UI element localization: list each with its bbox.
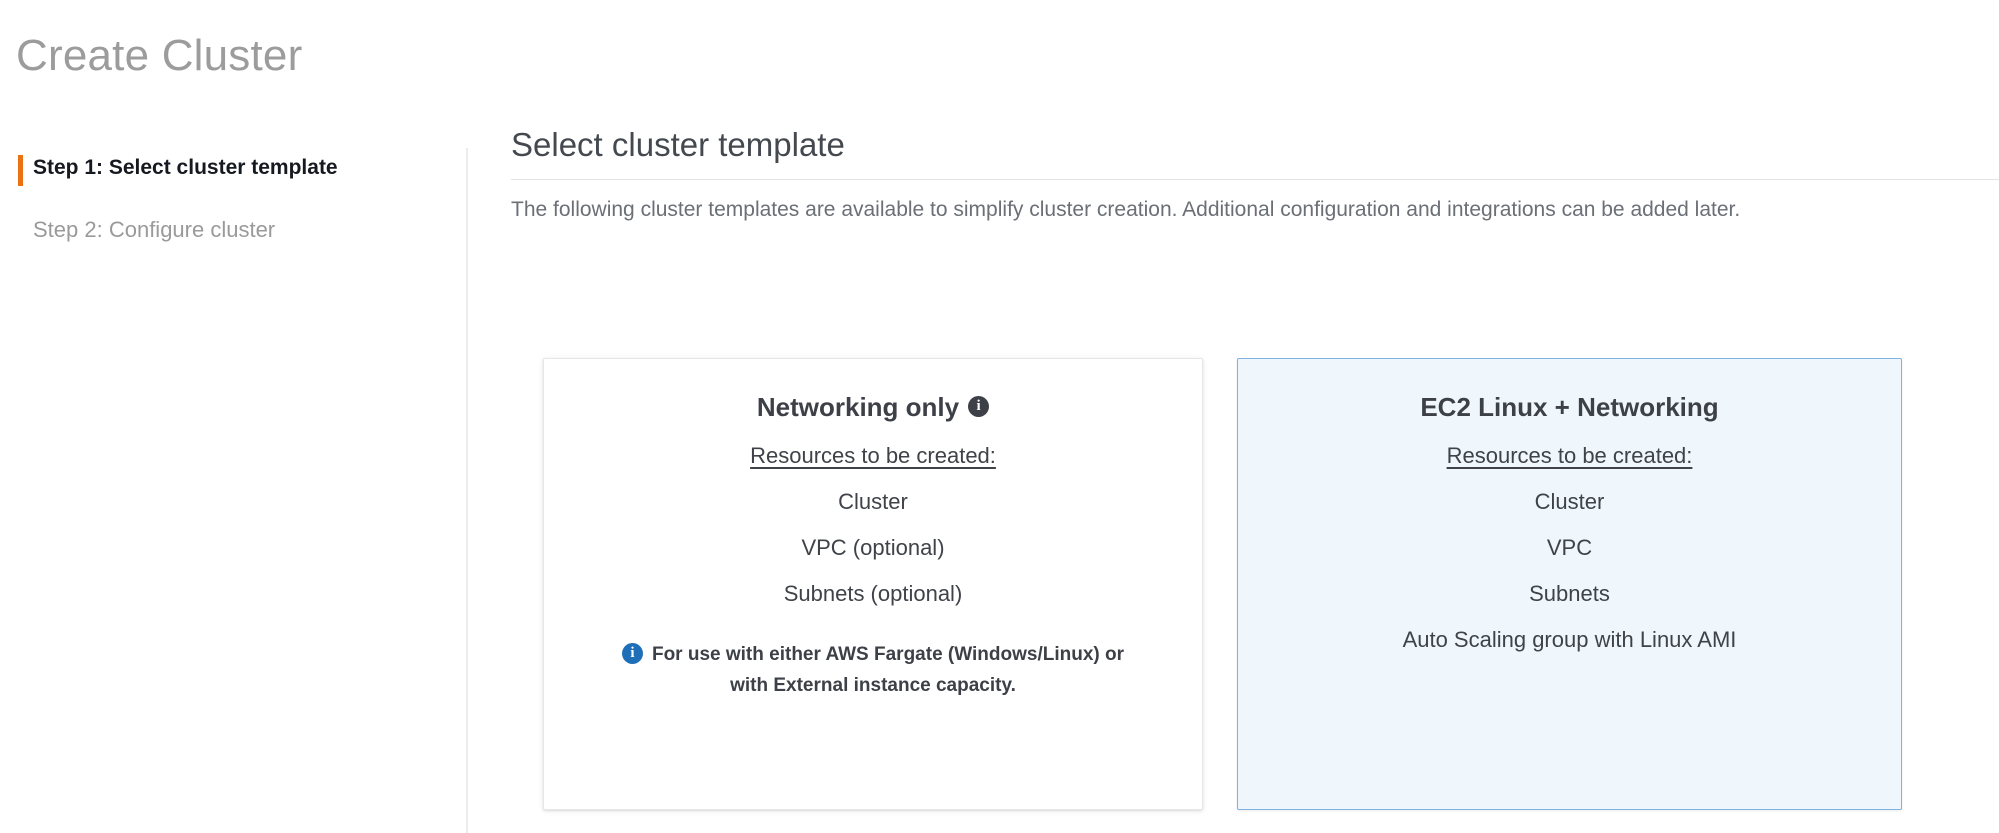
info-icon: i xyxy=(621,642,643,664)
resource-list: Cluster VPC Subnets Auto Scaling group w… xyxy=(1264,487,1875,655)
template-card-networking-only[interactable]: Networking only i Resources to be created… xyxy=(543,358,1203,810)
template-card-ec2-linux-networking[interactable]: EC2 Linux + Networking Resources to be c… xyxy=(1237,358,1902,810)
list-item: VPC (optional) xyxy=(801,535,945,561)
resources-to-be-created-label: Resources to be created: xyxy=(750,443,996,469)
sidebar-item-step-1-label: Step 1: Select cluster template xyxy=(33,156,338,179)
section-description: The following cluster templates are avai… xyxy=(511,198,1741,221)
card-note: i For use with either AWS Fargate (Window… xyxy=(570,639,1176,701)
sidebar-item-step-2[interactable]: Step 2: Configure cluster xyxy=(0,216,466,244)
card-title-text: EC2 Linux + Networking xyxy=(1420,392,1719,423)
sidebar-item-step-1[interactable]: Step 1: Select cluster template xyxy=(0,154,466,186)
card-title-networking-only: Networking only i xyxy=(570,387,1176,425)
title-divider xyxy=(511,179,1999,180)
page-title: Create Cluster xyxy=(16,31,303,80)
resources-to-be-created-label: Resources to be created: xyxy=(1446,443,1693,469)
sidebar-item-step-2-label: Step 2: Configure cluster xyxy=(33,217,276,242)
active-step-marker xyxy=(18,155,23,186)
list-item: Subnets xyxy=(1529,581,1610,607)
list-item: Cluster xyxy=(1534,489,1605,515)
list-item: Auto Scaling group with Linux AMI xyxy=(1402,627,1737,653)
card-title-text: Networking only xyxy=(756,392,960,423)
wizard-sidebar: Step 1: Select cluster template Step 2: … xyxy=(0,148,468,833)
list-item: Cluster xyxy=(838,489,908,515)
info-icon[interactable]: i xyxy=(968,395,990,417)
card-note-text: For use with either AWS Fargate (Windows… xyxy=(651,644,1125,697)
card-title-ec2-linux-networking: EC2 Linux + Networking xyxy=(1264,387,1875,425)
resource-list: Cluster VPC (optional) Subnets (optional… xyxy=(570,487,1176,609)
list-item: VPC xyxy=(1546,535,1593,561)
main-content: Select cluster template The following cl… xyxy=(470,110,1999,833)
section-title: Select cluster template xyxy=(511,126,845,163)
template-card-list: Networking only i Resources to be created… xyxy=(543,358,1973,818)
list-item: Subnets (optional) xyxy=(783,581,963,607)
